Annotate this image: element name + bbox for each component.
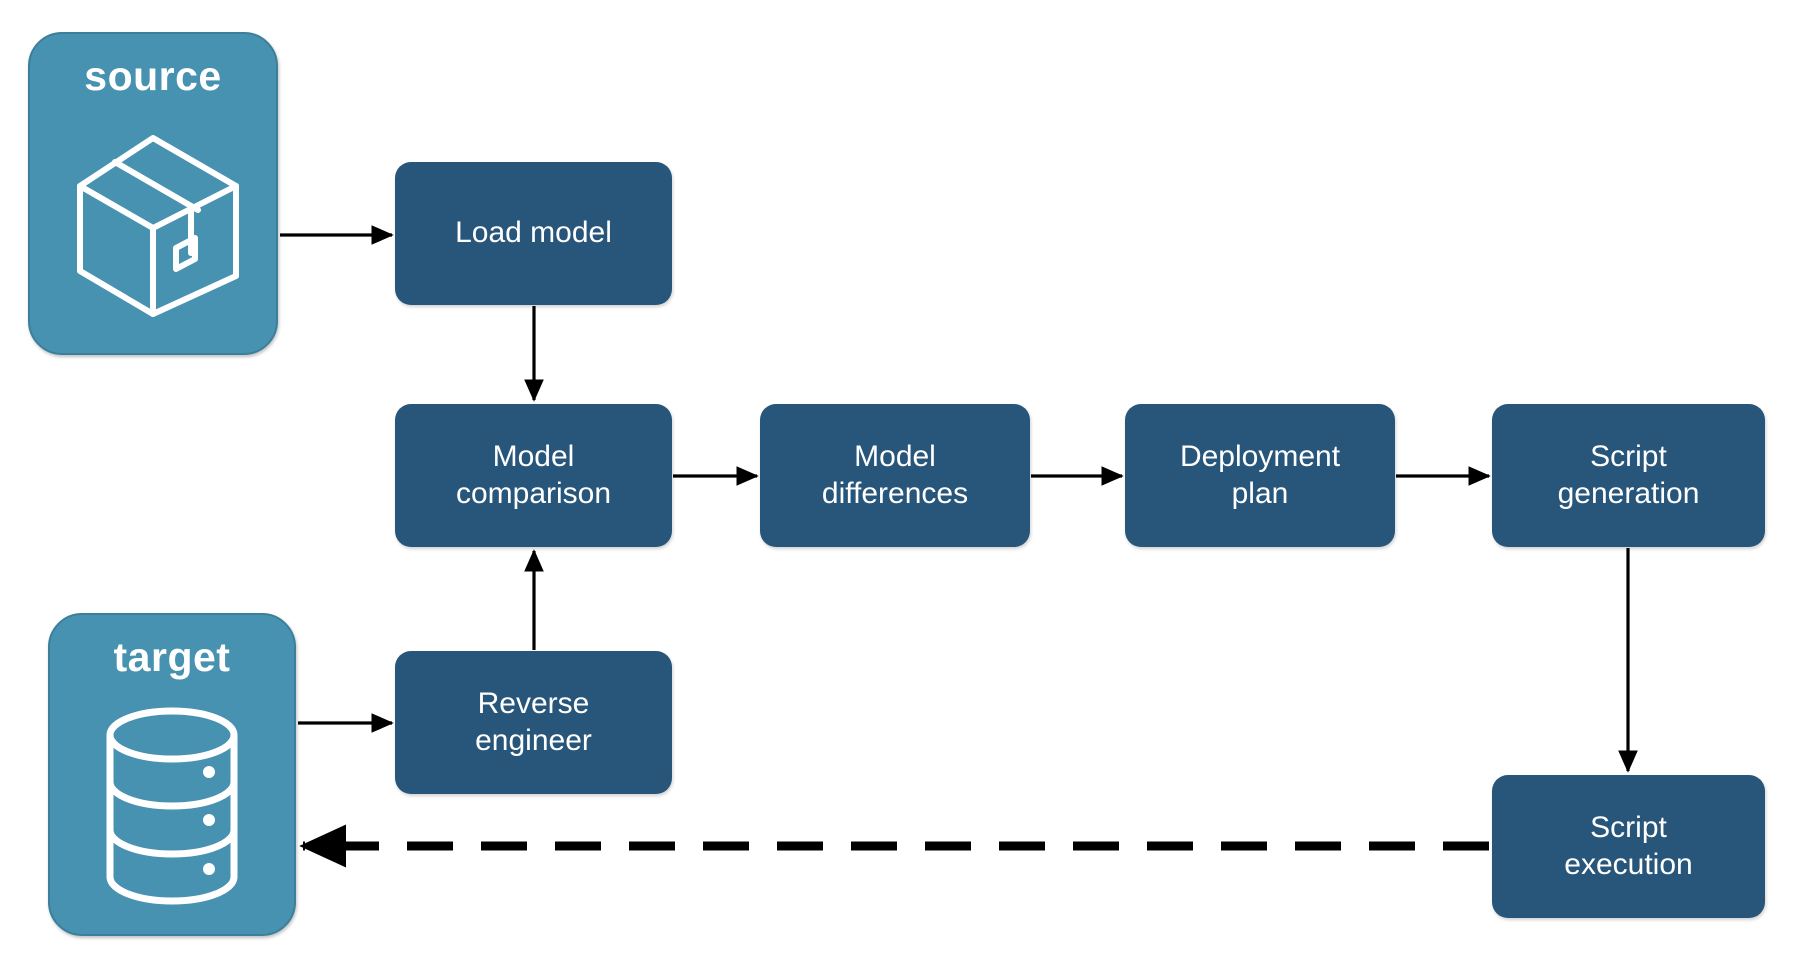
process-box-deployment-plan-label: Deployment plan [1179, 439, 1341, 510]
process-box-deployment-plan[interactable]: Deployment plan [1125, 404, 1395, 547]
package-box-icon [30, 97, 276, 353]
process-box-load-model[interactable]: Load model [395, 162, 672, 305]
process-box-model-differences[interactable]: Model differences [760, 404, 1030, 547]
process-box-script-execution[interactable]: Script execution [1492, 775, 1765, 918]
endpoint-target-label: target [113, 634, 231, 680]
endpoint-target[interactable]: target [48, 613, 296, 936]
process-box-model-comparison[interactable]: Model comparison [395, 404, 672, 547]
process-box-script-execution-label: Script execution [1564, 810, 1693, 881]
endpoint-source-label: source [84, 53, 222, 99]
process-box-script-generation[interactable]: Script generation [1492, 404, 1765, 547]
endpoint-source[interactable]: source [28, 32, 278, 355]
process-box-reverse-engineer-label: Reverse engineer [475, 686, 592, 757]
database-cylinder-icon [50, 678, 294, 934]
process-box-load-model-label: Load model [455, 216, 612, 250]
process-box-script-generation-label: Script generation [1557, 439, 1700, 510]
process-box-reverse-engineer[interactable]: Reverse engineer [395, 651, 672, 794]
process-box-model-comparison-label: Model comparison [455, 439, 612, 510]
process-box-model-differences-label: Model differences [821, 439, 969, 510]
